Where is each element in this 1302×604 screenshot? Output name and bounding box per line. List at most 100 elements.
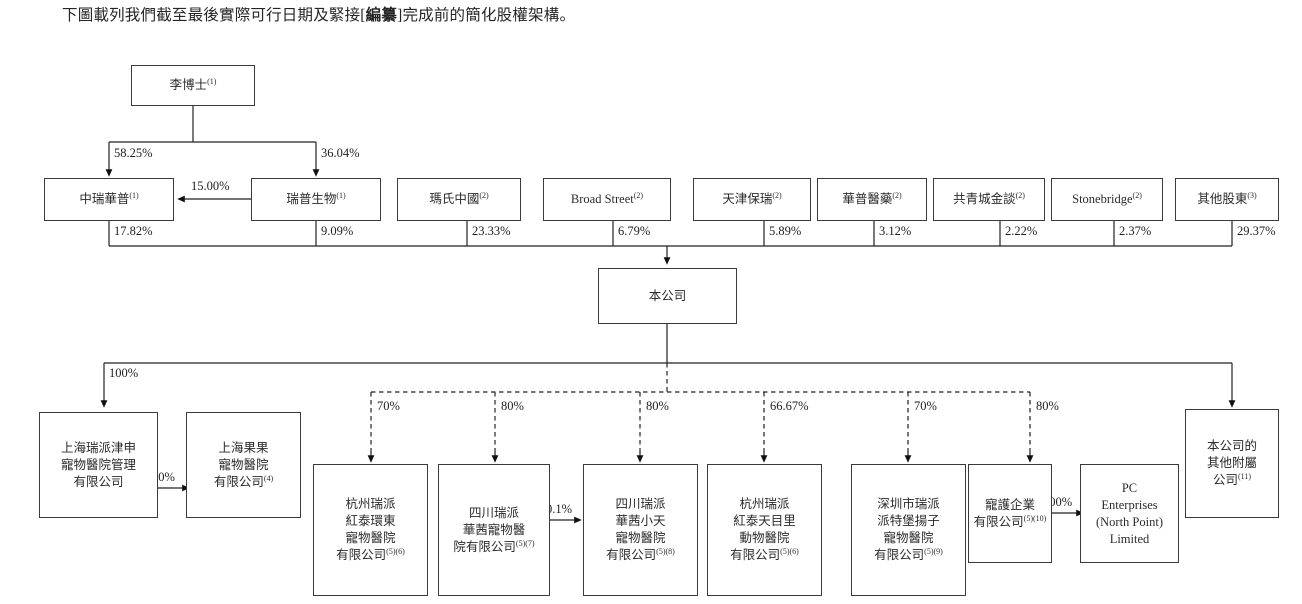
node-hangzhou-hongtai-huandong-line4: 有限公司 xyxy=(336,548,387,562)
pct-company-to-shjs: 100% xyxy=(109,366,139,380)
node-pc-enterprises-line2: Enterprises xyxy=(1101,497,1158,512)
pct-gqcjt-to-company: 2.22% xyxy=(1005,224,1038,238)
node-pc-enterprises-line1: PC xyxy=(1121,480,1138,495)
node-pc-enterprises[interactable]: PC Enterprises (North Point) Limited xyxy=(1080,464,1179,563)
pct-mars-to-company: 23.33% xyxy=(472,224,511,238)
node-chonghu-enterprise-line2: 有限公司 xyxy=(973,514,1024,529)
node-huapu-pharma[interactable]: 華普醫藥(2) xyxy=(817,178,927,221)
node-sichuan-huaxi-xiaotian-line3: 寵物醫院 xyxy=(615,531,666,545)
node-hangzhou-hongtai-tianmuli[interactable]: 杭州瑞派 紅泰天目里 動物醫院 有限公司(5)(6) xyxy=(707,464,822,596)
node-shanghai-ruipai-jinshen-line2: 寵物醫院管理 xyxy=(60,457,136,472)
node-hangzhou-hongtai-huandong-line3: 寵物醫院 xyxy=(345,531,396,545)
node-hangzhou-hongtai-tianmuli-note: (5)(6) xyxy=(780,546,799,556)
node-zhongrui-huapu[interactable]: 中瑞華普(1) xyxy=(44,178,174,221)
pct-company-to-sz: 70% xyxy=(914,399,937,413)
pct-tjbr-to-company: 5.89% xyxy=(769,224,802,238)
node-other-shareholders[interactable]: 其他股東(3) xyxy=(1175,178,1279,221)
node-hangzhou-hongtai-huandong-note: (5)(6) xyxy=(386,546,405,556)
node-sichuan-huaxi-xiaotian-line2: 華茜小天 xyxy=(615,514,666,528)
pct-stone-to-company: 2.37% xyxy=(1119,224,1152,238)
node-sichuan-huaxi-xiaotian-line4: 有限公司 xyxy=(606,548,657,562)
node-sichuan-huaxi-line2: 華茜寵物醫 xyxy=(462,522,526,537)
node-tianjin-baorui-note: (2) xyxy=(772,190,782,200)
node-stonebridge[interactable]: Stonebridge(2) xyxy=(1051,178,1163,221)
node-chonghu-enterprise-line1: 寵護企業 xyxy=(984,497,1035,512)
node-huapu-pharma-label: 華普醫藥 xyxy=(842,192,893,206)
node-the-company[interactable]: 本公司 xyxy=(598,268,737,324)
node-dr-li-note: (1) xyxy=(207,76,217,86)
node-sichuan-huaxi-xiaotian-note: (5)(8) xyxy=(656,546,675,556)
node-hangzhou-hongtai-tianmuli-line4: 有限公司 xyxy=(730,548,781,562)
node-hangzhou-hongtai-tianmuli-line2: 紅泰天目里 xyxy=(733,514,796,528)
pct-company-to-chqy: 80% xyxy=(1036,399,1059,413)
node-other-subsidiaries-line3: 公司 xyxy=(1212,473,1238,487)
node-sichuan-huaxi-note: (5)(7) xyxy=(515,538,535,548)
node-other-shareholders-label: 其他股東 xyxy=(1197,192,1248,206)
node-shenzhen-petbao-yangzi-line1: 深圳市瑞派 xyxy=(877,497,940,511)
intro-bold-term: 編纂 xyxy=(365,7,398,24)
node-the-company-label: 本公司 xyxy=(648,288,687,303)
node-other-subsidiaries[interactable]: 本公司的 其他附屬 公司(11) xyxy=(1185,409,1279,518)
node-shanghai-guoguo-line3: 有限公司 xyxy=(213,474,264,489)
pct-hpyy-to-company: 3.12% xyxy=(879,224,912,238)
node-hangzhou-hongtai-tianmuli-line1: 杭州瑞派 xyxy=(739,497,790,511)
node-mars-china-label: 瑪氏中國 xyxy=(429,192,480,206)
node-zhongrui-huapu-label: 中瑞華普 xyxy=(79,192,130,206)
node-ruipu-shengwu[interactable]: 瑞普生物(1) xyxy=(251,178,381,221)
node-zhongrui-huapu-note: (1) xyxy=(129,190,139,200)
node-gongqingcheng-jintan[interactable]: 共青城金談(2) xyxy=(933,178,1045,221)
node-other-subsidiaries-line2: 其他附屬 xyxy=(1206,456,1257,470)
pct-company-to-sc1: 80% xyxy=(501,399,524,413)
node-broad-street[interactable]: Broad Street(2) xyxy=(543,178,671,221)
pct-rpsw-to-company: 9.09% xyxy=(321,224,354,238)
node-tianjin-baorui[interactable]: 天津保瑞(2) xyxy=(693,178,811,221)
pct-li-to-zrhp: 58.25% xyxy=(114,146,153,160)
pct-broad-to-company: 6.79% xyxy=(618,224,651,238)
pct-company-to-hz2: 66.67% xyxy=(770,399,809,413)
node-chonghu-enterprise[interactable]: 寵護企業 有限公司(5)(10) xyxy=(968,464,1052,563)
node-chonghu-enterprise-note: (5)(10) xyxy=(1023,513,1047,523)
node-shenzhen-petbao-yangzi-note: (5)(9) xyxy=(924,546,943,556)
node-other-subsidiaries-line1: 本公司的 xyxy=(1206,439,1257,453)
node-ruipu-shengwu-label: 瑞普生物 xyxy=(286,192,337,206)
node-hangzhou-hongtai-tianmuli-line3: 動物醫院 xyxy=(739,531,790,545)
intro-prefix: 下圖載列我們截至最後實際可行日期及緊接[ xyxy=(62,7,366,24)
node-dr-li-label: 李博士 xyxy=(169,78,208,92)
node-stonebridge-note: (2) xyxy=(1132,190,1142,200)
node-shenzhen-petbao-yangzi-line3: 寵物醫院 xyxy=(883,531,934,545)
node-shanghai-ruipai-jinshen-line3: 有限公司 xyxy=(73,474,124,489)
node-shanghai-ruipai-jinshen[interactable]: 上海瑞派津申 寵物醫院管理 有限公司 xyxy=(39,412,158,518)
node-dr-li[interactable]: 李博士(1) xyxy=(131,65,255,106)
pct-company-to-sc2: 80% xyxy=(646,399,669,413)
node-sichuan-huaxi[interactable]: 四川瑞派 華茜寵物醫 院有限公司(5)(7) xyxy=(438,464,550,596)
node-other-subsidiaries-note: (11) xyxy=(1237,471,1252,481)
node-hangzhou-hongtai-huandong-line2: 紅泰環東 xyxy=(345,514,396,528)
node-other-shareholders-note: (3) xyxy=(1247,190,1257,200)
pct-sc1-to-sc2: 0.1% xyxy=(546,502,573,516)
node-pc-enterprises-line3: (North Point) xyxy=(1095,514,1163,529)
node-shanghai-guoguo-line2: 寵物醫院 xyxy=(218,457,269,472)
node-shanghai-guoguo[interactable]: 上海果果 寵物醫院 有限公司(4) xyxy=(186,412,301,518)
node-sichuan-huaxi-line1: 四川瑞派 xyxy=(468,505,519,520)
node-hangzhou-hongtai-huandong[interactable]: 杭州瑞派 紅泰環東 寵物醫院 有限公司(5)(6) xyxy=(313,464,428,596)
pct-zrhp-to-company: 17.82% xyxy=(114,224,153,238)
pct-rpsw-to-zrhp: 15.00% xyxy=(191,179,230,193)
node-ruipu-shengwu-note: (1) xyxy=(336,190,346,200)
pct-li-to-rpsw: 36.04% xyxy=(321,146,360,160)
node-sichuan-huaxi-xiaotian-line1: 四川瑞派 xyxy=(615,497,666,511)
node-shanghai-guoguo-line1: 上海果果 xyxy=(218,440,269,455)
pct-others-to-company: 29.37% xyxy=(1237,224,1276,238)
node-shenzhen-petbao-yangzi[interactable]: 深圳市瑞派 派特堡揚子 寵物醫院 有限公司(5)(9) xyxy=(851,464,966,596)
node-gongqingcheng-jintan-note: (2) xyxy=(1015,190,1025,200)
node-shenzhen-petbao-yangzi-line4: 有限公司 xyxy=(874,548,925,562)
node-mars-china[interactable]: 瑪氏中國(2) xyxy=(397,178,521,221)
node-broad-street-label: Broad Street xyxy=(570,192,634,206)
node-shenzhen-petbao-yangzi-line2: 派特堡揚子 xyxy=(877,514,940,528)
node-huapu-pharma-note: (2) xyxy=(892,190,902,200)
node-stonebridge-label: Stonebridge xyxy=(1072,192,1133,206)
node-sichuan-huaxi-xiaotian[interactable]: 四川瑞派 華茜小天 寵物醫院 有限公司(5)(8) xyxy=(583,464,698,596)
intro-suffix: ]完成前的簡化股權架構。 xyxy=(397,7,576,24)
pct-company-to-hz1: 70% xyxy=(377,399,400,413)
node-hangzhou-hongtai-huandong-line1: 杭州瑞派 xyxy=(345,497,396,511)
